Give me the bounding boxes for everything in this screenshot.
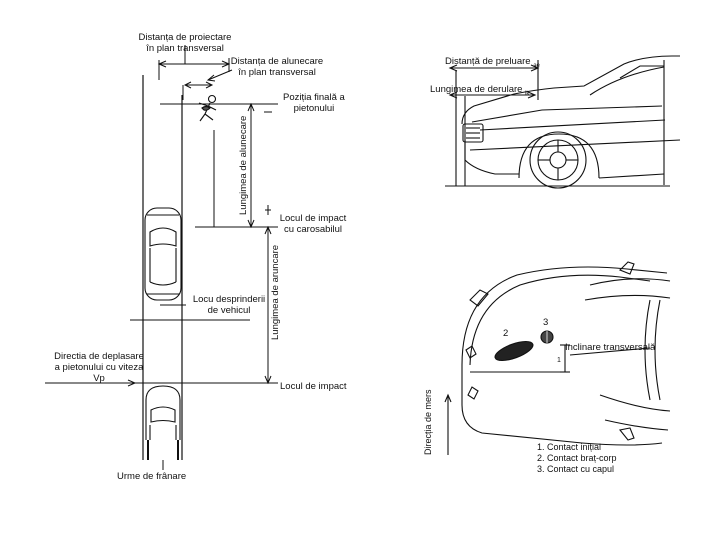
- detach-point-label: Locu desprinderii de vehicul: [192, 294, 266, 316]
- roll-length-text: Lungimea de derulare: [430, 84, 523, 95]
- throw-length-label: Lungimea de aruncare: [270, 244, 281, 340]
- pedestrian-figure: [198, 94, 217, 122]
- impact-point-label: Locul de impact: [280, 381, 347, 392]
- road-plan-diagram: [45, 45, 278, 470]
- mark-1-label: 1: [557, 357, 561, 364]
- legend-item-3: 3. Contact cu capul: [537, 464, 615, 474]
- final-position-label: Poziția finală a pietonului: [283, 92, 345, 114]
- pickup-distance-label: Distanță de preluare ae: [445, 56, 540, 72]
- projection-distance-label: Distanța de proiectare în plan transvers…: [138, 32, 232, 54]
- brake-marks-label: Urme de frânare: [117, 471, 187, 482]
- pickup-distance-text: Distanță de preluare: [445, 56, 531, 67]
- car-top-view-impact: [145, 385, 181, 440]
- transverse-tilt-label: Inclinare transversală: [565, 342, 656, 353]
- car-side-view: [445, 55, 681, 189]
- slide-distance-label: Distanța de alunecare în plan transversa…: [230, 56, 324, 78]
- legend-item-2: 2. Contact braț-corp: [537, 453, 617, 463]
- mark-3-label: 3: [543, 317, 549, 328]
- pickup-distance-subscript: ae: [533, 62, 540, 69]
- legend-item-1: 1. Contact inițial: [537, 442, 602, 452]
- contact-legend: 1. Contact inițial 2. Contact braț-corp …: [537, 442, 617, 475]
- travel-direction-label: Direcția de mers: [423, 389, 433, 455]
- pedestrian-direction-label: Directia de deplasare a pietonului cu vi…: [54, 351, 144, 384]
- impact-roadway-label: Locul de impact cu carosabilul: [279, 213, 347, 235]
- car-top-view-detach: [144, 207, 182, 301]
- mark-2-label: 2: [503, 328, 509, 339]
- roll-length-label: Lungimea de derulare lk: [430, 84, 529, 100]
- roll-length-subscript: lk: [525, 90, 530, 97]
- slide-length-label: Lungimea de alunecare: [238, 115, 249, 215]
- car-top-view-impact-zones: [444, 261, 671, 455]
